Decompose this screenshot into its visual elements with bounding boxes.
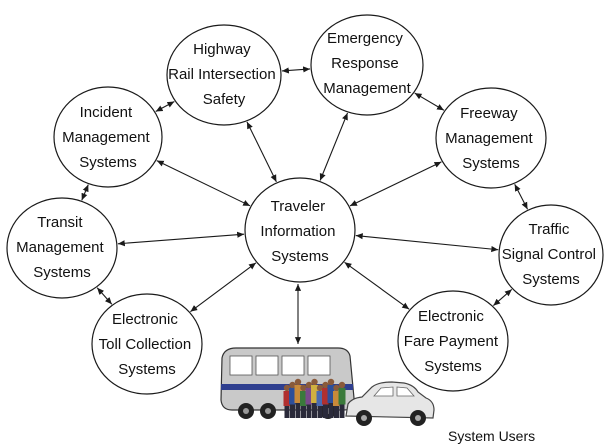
node-traffic-signal-control-systems: Traffic Signal Control Systems <box>498 204 604 306</box>
node-label-line: Emergency <box>327 30 403 47</box>
node-incident-management-systems: Incident Management Systems <box>53 86 163 188</box>
node-label-line: Systems <box>79 154 137 171</box>
connector-arrows <box>81 66 529 344</box>
person-icon <box>294 378 302 418</box>
svg-text:Freeway Management: Freeway Management Systems <box>445 105 537 172</box>
node-label-line: Information <box>260 223 335 240</box>
arrow-emergency-freeway <box>414 92 445 111</box>
node-label-line: Signal Control <box>502 246 596 263</box>
node-electronic-fare-payment-systems: Electronic Fare Payment Systems <box>397 290 509 392</box>
person-icon <box>316 384 324 418</box>
person-icon <box>327 378 335 418</box>
node-freeway-management-systems: Freeway Management Systems <box>435 87 547 189</box>
arrow-center-toll <box>190 262 257 313</box>
node-electronic-toll-collection-systems: Electronic Toll Collection Systems <box>91 293 203 395</box>
arrow-center-fare <box>344 261 410 310</box>
node-label-line: Systems <box>33 264 91 281</box>
svg-text:Incident Management: Incident Management Systems <box>62 104 154 171</box>
svg-text:Traveler Information: Traveler Information Systems <box>260 198 339 265</box>
node-label-line: Management <box>62 129 150 146</box>
svg-text:Electronic Toll Collecti: Electronic Toll Collection Systems <box>99 311 196 378</box>
node-label-line: Systems <box>462 155 520 172</box>
node-label-line: Incident <box>80 104 133 121</box>
node-label-line: Management <box>16 239 104 256</box>
passengers-group-icon <box>283 378 346 418</box>
node-label-line: Systems <box>118 361 176 378</box>
person-icon <box>300 384 307 418</box>
car-icon <box>345 381 435 426</box>
arrow-center-transit <box>117 231 245 247</box>
node-label-line: Systems <box>522 271 580 288</box>
node-label-line: Transit <box>37 214 83 231</box>
svg-text:Highway Rail Intersectio: Highway Rail Intersection Safety <box>168 41 280 108</box>
arrow-traffic-fare <box>492 288 513 306</box>
person-icon <box>283 384 291 418</box>
svg-text:Transit Management: Transit Management Systems <box>16 214 108 281</box>
arrow-incident-highway <box>155 101 175 112</box>
system-users-illustration <box>220 347 435 426</box>
node-center: Traveler Information Systems <box>244 177 356 283</box>
person-icon <box>333 384 340 418</box>
node-label-line: Traveler <box>271 198 325 215</box>
node-label-line: Management <box>445 130 533 147</box>
node-label-line: Systems <box>271 248 329 265</box>
arrow-highway-emergency <box>281 66 311 74</box>
arrow-center-incident <box>156 160 251 207</box>
person-icon <box>338 381 346 418</box>
node-label-line: Electronic <box>418 308 484 325</box>
person-icon <box>322 381 329 418</box>
node-transit-management-systems: Transit Management Systems <box>6 197 118 299</box>
arrow-center-freeway <box>349 161 442 207</box>
person-icon <box>305 381 313 418</box>
arrow-center-highway <box>246 121 277 183</box>
arrow-incident-transit <box>81 184 89 201</box>
system-users-label: System Users <box>448 428 535 444</box>
node-label-line: Highway <box>193 41 251 58</box>
person-icon <box>311 378 318 418</box>
node-label-line: Traffic <box>528 221 569 238</box>
node-label-line: Electronic <box>112 311 178 328</box>
person-icon <box>289 381 296 418</box>
node-label-line: Safety <box>203 91 246 108</box>
node-emergency-response-management: Emergency Response Management <box>310 14 424 116</box>
arrow-center-emergency <box>319 112 349 181</box>
node-label-line: Response <box>331 55 399 72</box>
arrow-center-traffic <box>355 233 499 253</box>
svg-text:Emergency Response: Emergency Response Management <box>323 30 411 97</box>
node-label-line: Toll Collection <box>99 336 192 353</box>
svg-text:Traffic Signal Control: Traffic Signal Control Systems <box>502 221 600 288</box>
node-label-line: Freeway <box>460 105 518 122</box>
node-highway-rail-intersection-safety: Highway Rail Intersection Safety <box>166 24 282 126</box>
arrow-freeway-traffic <box>514 183 529 210</box>
arrow-transit-toll <box>96 287 113 305</box>
node-label-line: Systems <box>424 358 482 375</box>
node-label-line: Rail Intersection <box>168 66 276 83</box>
node-label-line: Fare Payment <box>404 333 499 350</box>
svg-text:Electronic Fare Payment: Electronic Fare Payment Systems <box>404 308 502 375</box>
node-label-line: Management <box>323 80 411 97</box>
